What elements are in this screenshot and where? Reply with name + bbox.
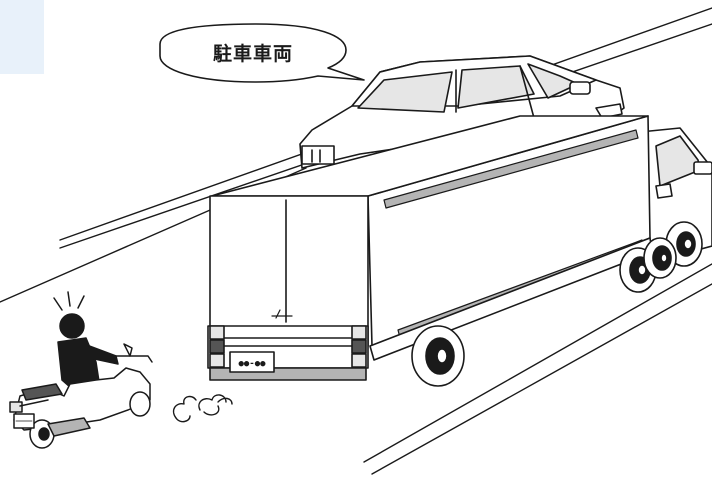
parked-vehicle-callout (159, 23, 365, 83)
corner-tab (0, 0, 44, 74)
scooter-rider (9, 291, 153, 449)
truck-license-plate (229, 351, 275, 373)
truck-cab (639, 127, 712, 267)
exhaust-puffs (172, 394, 233, 423)
parked-car (299, 55, 625, 169)
callout-text: 駐車車両 (213, 42, 293, 65)
truck-plate-text: ●●-●● (238, 359, 266, 369)
truck-rear-wheels (411, 237, 677, 387)
truck-trailer (207, 115, 653, 381)
